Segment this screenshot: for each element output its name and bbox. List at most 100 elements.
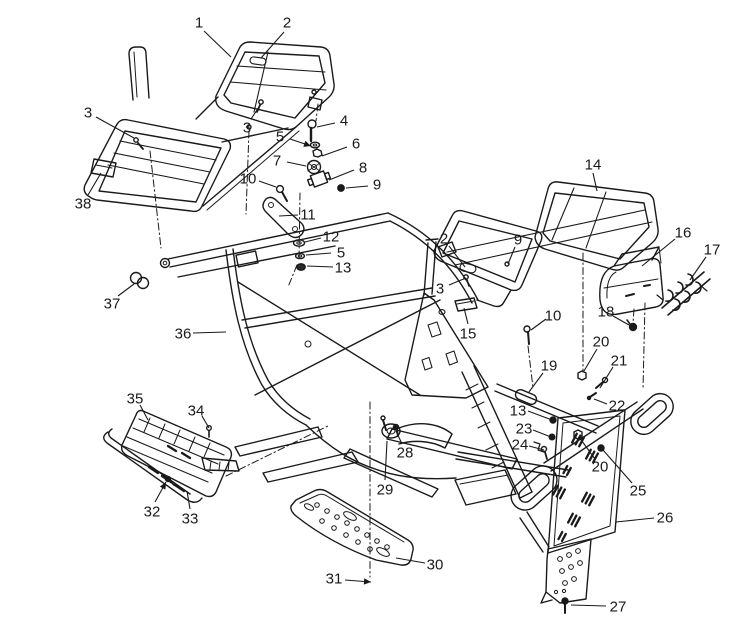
leader-arrowhead <box>363 578 371 585</box>
leader-line <box>395 557 426 564</box>
leader-line <box>316 122 336 128</box>
leader-line <box>612 315 630 326</box>
callout-label: 3 <box>243 119 251 136</box>
callout-label: 29 <box>377 481 394 498</box>
leader-line <box>192 331 227 334</box>
leader-line <box>448 245 466 268</box>
callout-label: 2 <box>283 14 291 31</box>
leader-line <box>203 30 232 58</box>
leader-line <box>570 604 607 607</box>
callout-label: 25 <box>630 482 647 499</box>
rear-rack-icon <box>433 181 659 312</box>
leader-line <box>305 252 332 256</box>
callout-label: 22 <box>609 397 626 414</box>
leader-line <box>615 517 655 523</box>
leader-line <box>345 185 369 189</box>
leader-line <box>95 116 135 139</box>
callout-leader-lines <box>87 30 707 607</box>
callout-label: 35 <box>127 390 144 407</box>
leader-line <box>463 307 469 325</box>
callout-label: 6 <box>352 135 360 152</box>
leader-line <box>602 449 633 484</box>
callout-label: 37 <box>104 295 121 312</box>
leader-line <box>321 146 348 157</box>
hook-kit-icon <box>656 271 711 316</box>
callout-label: 28 <box>397 444 414 461</box>
callout-label: 17 <box>704 241 721 258</box>
centerlines <box>149 103 646 578</box>
leader-line <box>583 348 598 372</box>
callout-label: 8 <box>359 159 367 176</box>
callout-label: 14 <box>585 156 602 173</box>
callout-label: 9 <box>373 176 381 193</box>
leader-line <box>304 237 322 243</box>
leader-line <box>250 103 262 120</box>
leader-line <box>384 440 388 481</box>
leader-line <box>286 161 307 167</box>
leader-line <box>528 372 544 393</box>
leader-line <box>306 265 334 268</box>
hardware-icons <box>129 119 345 290</box>
footplate-icon <box>290 488 414 566</box>
leader-line <box>395 430 403 445</box>
callout-label: 9 <box>514 231 522 248</box>
callout-label: 7 <box>273 152 281 169</box>
leader-line <box>328 169 355 181</box>
storage-box-icon <box>599 246 664 316</box>
callout-label: 10 <box>240 170 257 187</box>
callout-label: 12 <box>323 228 340 245</box>
front-bumper-icon <box>510 392 674 604</box>
leader-line <box>258 180 277 188</box>
leader-line <box>527 410 553 421</box>
callout-label: 32 <box>144 503 161 520</box>
callout-label: 36 <box>175 325 192 342</box>
callout-label: 18 <box>598 303 615 320</box>
front-rack-icon <box>83 41 335 213</box>
callout-label: 23 <box>516 420 533 437</box>
leader-line <box>532 429 552 438</box>
frame-icon <box>159 212 599 506</box>
leader-line <box>139 404 149 421</box>
callout-label: 13 <box>335 259 352 276</box>
callout-label: 10 <box>545 307 562 324</box>
leader-line <box>448 277 467 286</box>
callout-label: 31 <box>326 570 343 587</box>
leader-arrowhead <box>303 140 311 147</box>
callout-label: 5 <box>337 244 345 261</box>
leader-arrowhead <box>159 482 166 490</box>
callout-label: 4 <box>340 112 348 129</box>
callout-label: 13 <box>510 402 527 419</box>
leader-line <box>507 246 516 265</box>
callout-label: 33 <box>182 510 199 527</box>
callout-label: 27 <box>610 598 627 615</box>
leader-line <box>530 318 547 331</box>
leader-line <box>689 256 707 281</box>
leader-line <box>117 283 135 297</box>
callout-label: 3 <box>84 104 92 121</box>
callout-label: 1 <box>195 14 203 31</box>
callout-label: 20 <box>593 333 610 350</box>
callout-label: 11 <box>300 206 316 223</box>
callout-label: 5 <box>276 128 284 145</box>
leader-line <box>87 172 102 196</box>
callout-label: 26 <box>657 509 674 526</box>
leader-line <box>186 490 191 510</box>
leader-line <box>201 415 210 429</box>
leader-line <box>528 445 545 451</box>
callout-label: 38 <box>75 195 92 212</box>
leader-line <box>592 172 598 192</box>
callout-label: 24 <box>512 436 529 453</box>
callout-label: 21 <box>611 352 628 369</box>
leader-line <box>641 238 676 267</box>
callout-label: 34 <box>188 402 205 419</box>
callout-label: 30 <box>427 556 444 573</box>
leader-line <box>599 366 614 389</box>
callout-label: 2 <box>440 230 448 247</box>
callout-label: 15 <box>460 325 477 342</box>
leader-line <box>260 31 285 59</box>
callout-label: 20 <box>592 458 609 475</box>
leader-line <box>593 398 608 405</box>
left-footrest-icon <box>103 409 240 503</box>
callout-label: 16 <box>675 224 692 241</box>
